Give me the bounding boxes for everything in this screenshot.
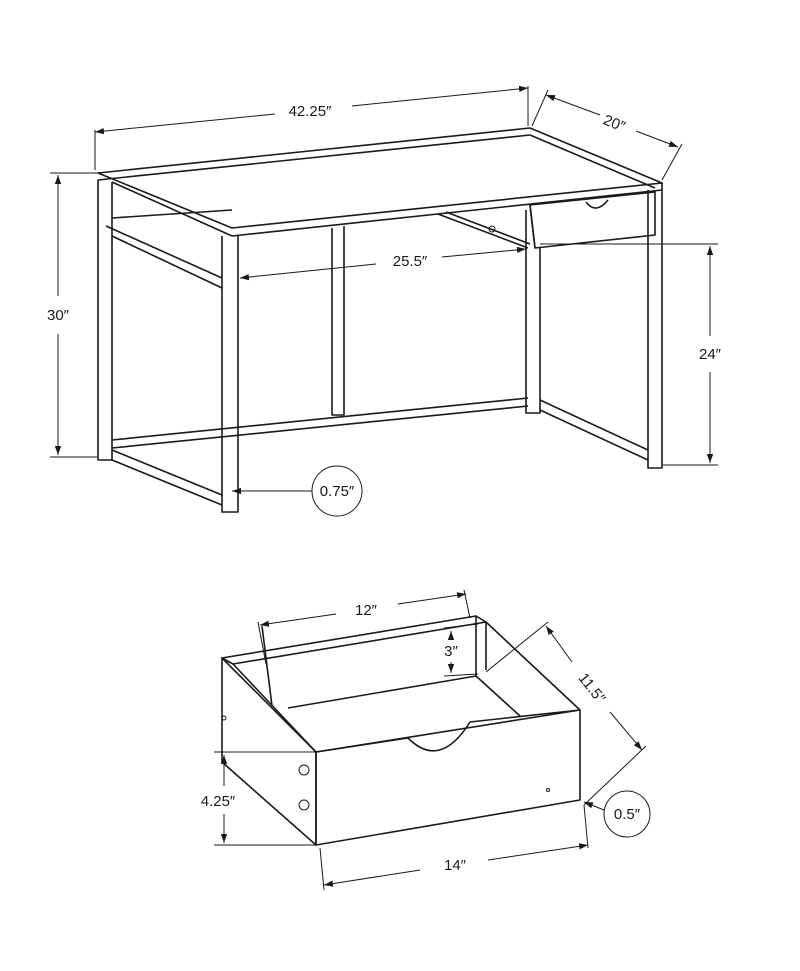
- drawer-inner-height-label: 3″: [444, 643, 458, 660]
- drawer-front-panel: [315, 709, 581, 846]
- drawer-front-height-label: 4.25″: [201, 793, 236, 810]
- leg-thickness-callout: [311, 465, 363, 517]
- desk-drawing: 42.25″ 20″ 30″ 25.5″ 24″ 0.75″: [47, 85, 722, 517]
- desk-width-label: 42.25″: [289, 103, 333, 120]
- desk-leg-front-right: [647, 183, 663, 469]
- drawer-inner-width-label: 12″: [355, 602, 378, 619]
- drawer-front-width-label: 14″: [444, 857, 467, 874]
- desk-leg-back-left: [97, 180, 113, 461]
- desk-depth-label: 20″: [601, 112, 628, 136]
- desk-clearance-height-label: 24″: [699, 346, 722, 363]
- desk-leg-thickness-label: 0.75″: [320, 483, 355, 500]
- desk-height-label: 30″: [47, 307, 70, 324]
- desk-inner-width-label: 25.5″: [393, 253, 428, 270]
- front-thickness-callout: [603, 790, 651, 838]
- desk-drawer: [529, 191, 656, 249]
- desk-leg-front-left: [221, 236, 239, 513]
- drawer-drawing: 12″ 3″ 11.5″ 4.25″ 14″ 0.5″: [201, 589, 651, 891]
- drawer-depth-label: 11.5″: [575, 670, 609, 707]
- drawer-front-thickness-label: 0.5″: [614, 806, 641, 823]
